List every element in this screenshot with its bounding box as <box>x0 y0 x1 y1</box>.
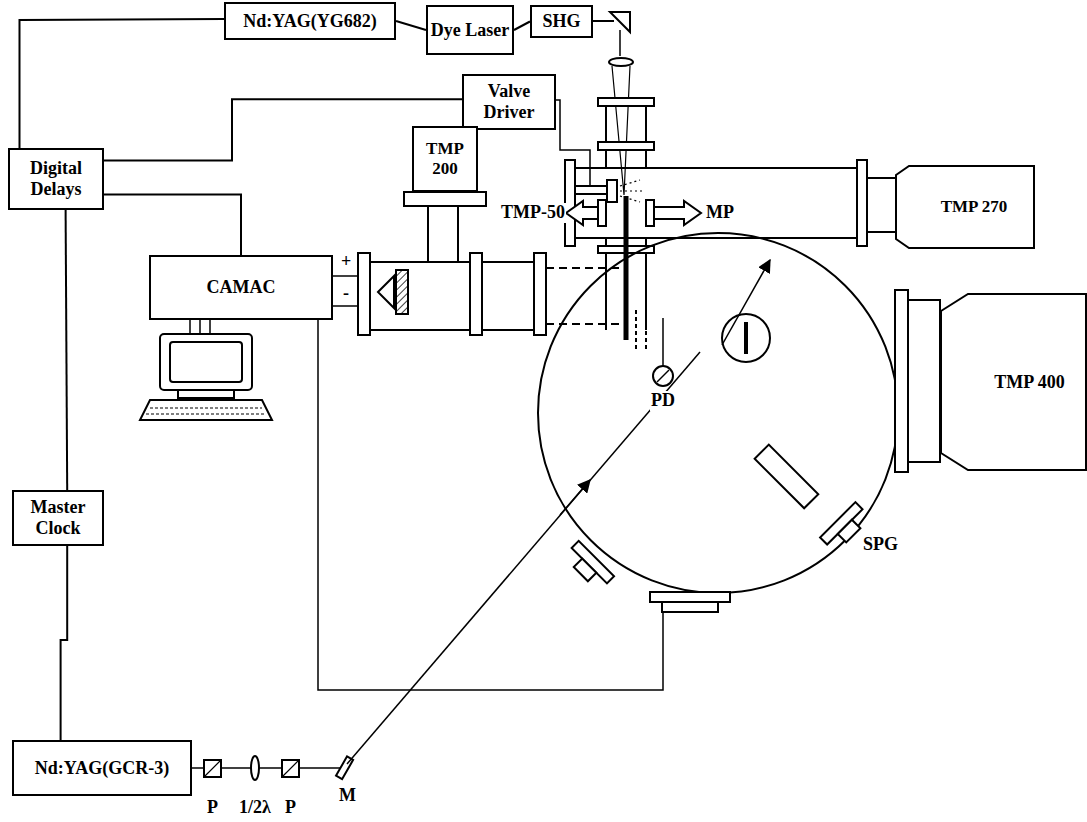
gas-jet <box>620 180 642 202</box>
focused-beam <box>612 66 630 195</box>
gauge-label: SPG <box>862 535 899 555</box>
optic-label: M <box>338 786 357 806</box>
delay-box: Digital Delays <box>8 148 104 210</box>
pump-label: TMP-50 <box>500 203 566 223</box>
flange <box>895 290 908 472</box>
mcp-plates <box>396 270 408 314</box>
ion-detector <box>378 276 394 308</box>
flange <box>908 300 940 462</box>
node-text: Dye Laser <box>431 20 509 41</box>
bottom-port <box>650 592 730 602</box>
flange <box>404 192 486 206</box>
node-text: SHG <box>542 11 580 32</box>
driver-box: Valve Driver <box>462 74 556 130</box>
laser-beam <box>347 352 700 764</box>
node-text: TMP 200 <box>414 139 476 178</box>
pump-shape: TMP 400 <box>940 293 1087 471</box>
signal-line <box>66 210 68 490</box>
flange <box>358 253 370 335</box>
signal-line <box>61 546 68 740</box>
clock-box: Master Clock <box>12 490 104 546</box>
pump-arrow <box>566 201 598 225</box>
flange <box>565 160 575 246</box>
node-text: Valve Driver <box>464 81 554 122</box>
laser-beam <box>619 30 621 56</box>
laser-box: Dye Laser <box>426 5 514 55</box>
window-port <box>563 541 614 592</box>
gauge-head <box>755 445 819 509</box>
laser-beam <box>662 318 664 366</box>
node-text: CAMAC <box>207 277 276 298</box>
flange <box>598 142 654 150</box>
signal-line <box>104 195 241 256</box>
node-text: Digital Delays <box>10 158 102 199</box>
flange <box>534 253 546 335</box>
flange <box>857 160 867 246</box>
pd-wire <box>318 320 663 690</box>
photodiode <box>653 366 673 386</box>
doubler-box: SHG <box>530 5 593 38</box>
polarity-sign: + <box>340 252 352 272</box>
pump-shape: TMP 270 <box>895 165 1035 249</box>
flange <box>470 253 482 335</box>
valve-rod <box>575 186 609 194</box>
focus-lens <box>609 58 633 66</box>
signal-line <box>396 21 426 30</box>
node-text: Master Clock <box>14 497 102 538</box>
signal-line <box>514 22 530 31</box>
optic-label: P <box>206 798 219 818</box>
camac-box: CAMAC <box>149 255 333 320</box>
pump-box: TMP 200 <box>412 126 478 192</box>
node-text: Nd:YAG(YG682) <box>243 11 376 32</box>
flange <box>598 98 654 106</box>
pulsed-valve <box>607 180 617 202</box>
optic-label: 1/2λ <box>238 798 272 818</box>
node-text: TMP 400 <box>994 372 1065 393</box>
computer <box>140 320 272 420</box>
source-chamber <box>575 168 857 238</box>
signal-line <box>20 19 225 148</box>
half-wave-plate <box>251 756 259 780</box>
laser-box: Nd:YAG(YG682) <box>224 2 396 40</box>
optic-label: P <box>284 798 297 818</box>
main-chamber <box>538 233 898 593</box>
pump-arrow <box>654 201 701 225</box>
hv-wire <box>333 275 358 277</box>
signal-line <box>104 99 462 160</box>
pump-label: MP <box>705 203 735 223</box>
polarizer <box>282 760 299 777</box>
molecular-beam <box>624 196 629 340</box>
laser-box: Nd:YAG(GCR-3) <box>12 740 192 796</box>
node-text: TMP 270 <box>941 197 1008 217</box>
hv-wire <box>333 305 358 307</box>
scattered-beam <box>722 260 770 345</box>
node-text: Nd:YAG(GCR-3) <box>35 758 169 779</box>
laser-beam <box>593 20 614 22</box>
polarizer <box>204 760 221 777</box>
detector-label: PD <box>650 391 676 411</box>
polarity-sign: - <box>342 284 350 304</box>
turning-mirror <box>610 12 630 32</box>
sample-holder <box>722 314 770 362</box>
